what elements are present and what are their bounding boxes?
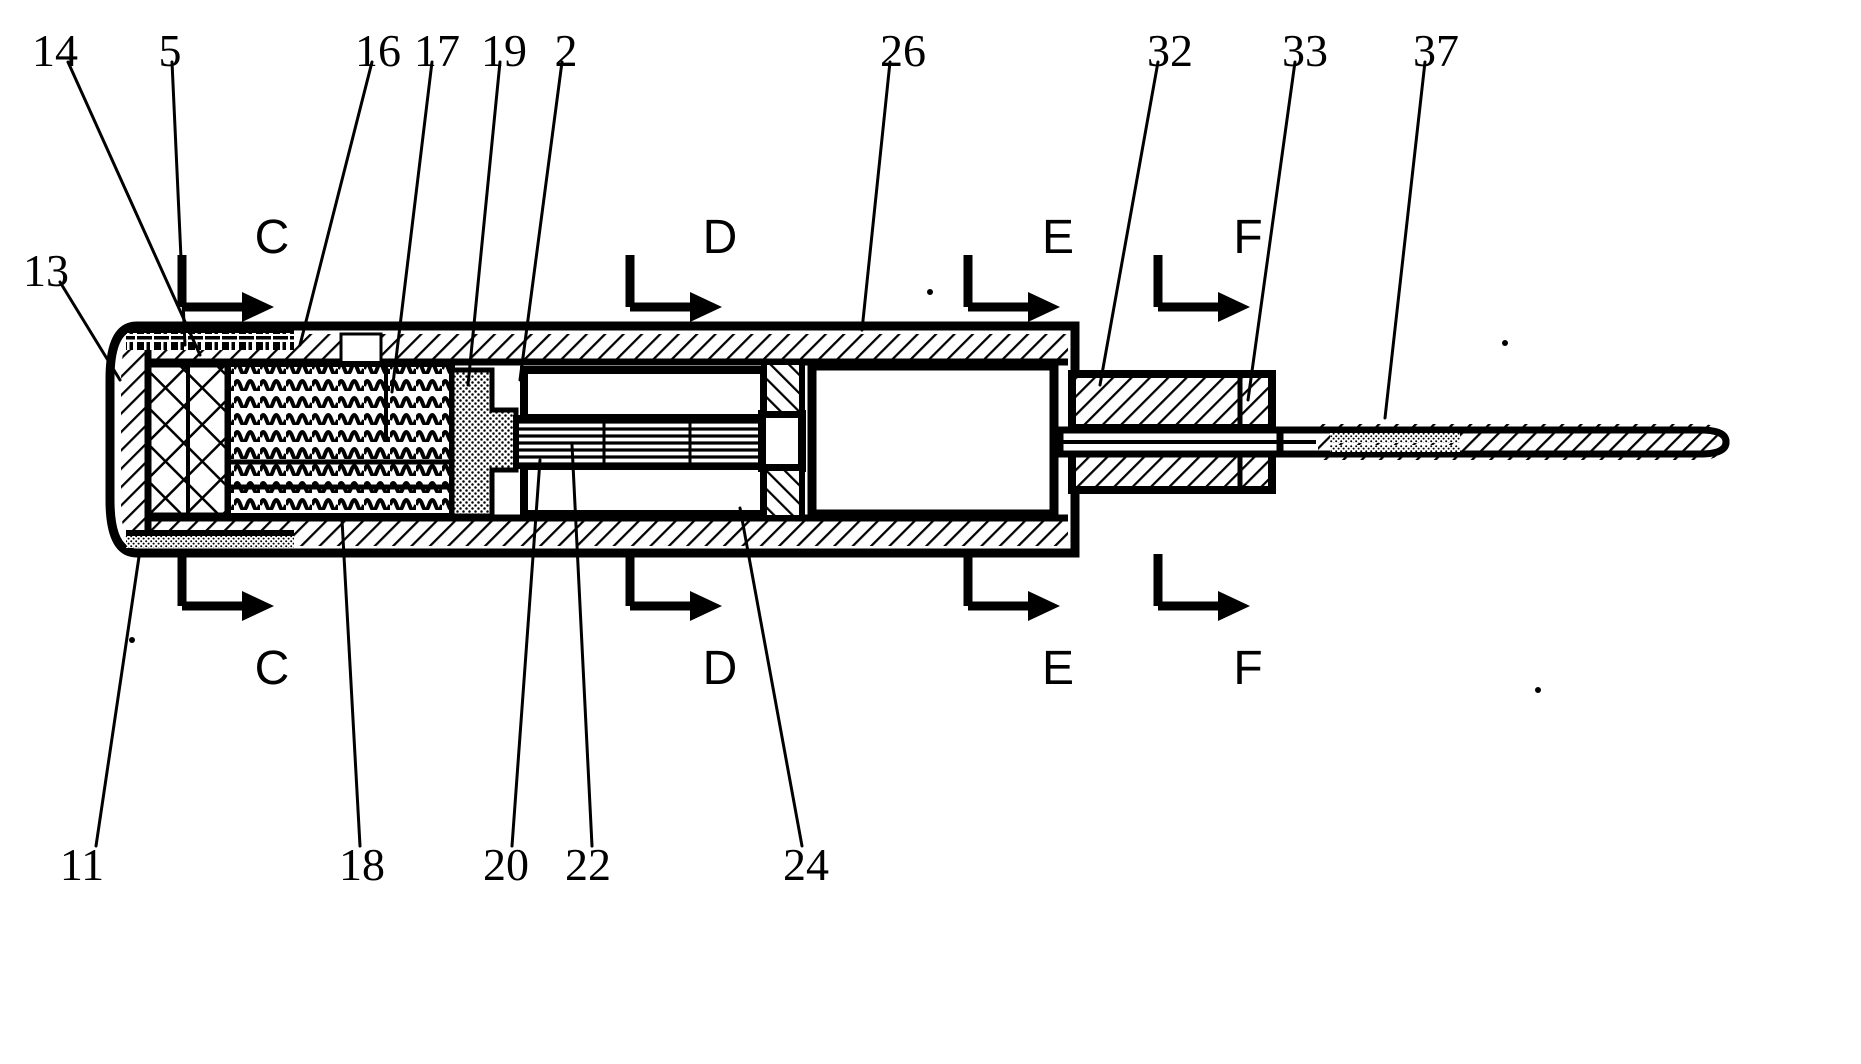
ref-numeral-14: 14 (32, 25, 78, 76)
end-cap-mesh (144, 360, 232, 520)
stray-dot-lower-right (1535, 687, 1541, 693)
cavity-chamber (520, 366, 768, 518)
stray-dot-lower-left (129, 637, 135, 643)
marker-arrowhead-icon (1028, 591, 1060, 621)
connector-sleeve (1068, 370, 1276, 494)
marker-arrowhead-icon (1218, 292, 1250, 322)
ref-numeral-11: 11 (60, 839, 104, 890)
ref-numeral-17: 17 (414, 25, 460, 76)
ref-numeral-20: 20 (483, 839, 529, 890)
marker-arrowhead-icon (1218, 591, 1250, 621)
ref-numeral-5: 5 (159, 25, 182, 76)
section-marker-E-top: E (963, 211, 1074, 322)
leader-line-22 (570, 443, 594, 848)
terminal-rod (1056, 424, 1730, 460)
leader-line-32 (1098, 60, 1160, 387)
stray-dot-right (1502, 340, 1508, 346)
end-cap-bottom-strip (126, 530, 294, 548)
leader-line-16 (298, 60, 374, 347)
ref-numeral-18: 18 (339, 839, 385, 890)
leader-line-19 (466, 60, 502, 387)
reference-numerals: 14 5 16 17 19 2 26 32 33 37 13 11 18 20 22 24 (23, 25, 1459, 890)
leader-lines (58, 60, 1427, 848)
leader-line-37 (1383, 60, 1427, 420)
section-letter-F: F (1233, 211, 1262, 264)
leader-line-18 (340, 518, 362, 848)
housing-top-notch (339, 332, 383, 366)
leader-line-13 (58, 280, 122, 382)
transition-plug (449, 367, 519, 519)
leader-line-11 (94, 548, 142, 848)
section-letter-E: E (1042, 211, 1074, 264)
internal-divider-wall (761, 359, 805, 521)
section-marker-F-top: F (1153, 211, 1263, 322)
section-marker-C-top: C (177, 211, 290, 322)
ref-numeral-2: 2 (555, 25, 578, 76)
leader-line-2 (518, 60, 564, 382)
leader-line-24 (738, 506, 804, 848)
ref-numeral-22: 22 (565, 839, 611, 890)
marker-arrowhead-icon (242, 591, 274, 621)
battery-compartment (807, 361, 1059, 519)
ref-numeral-13: 13 (23, 245, 69, 296)
leader-line-33 (1246, 60, 1297, 402)
section-marker-D-top: D (625, 211, 738, 322)
core-rod (513, 415, 765, 469)
leader-line-20 (510, 458, 542, 848)
ref-numeral-24: 24 (783, 839, 829, 890)
marker-arrowhead-icon (690, 292, 722, 322)
marker-arrowhead-icon (242, 292, 274, 322)
stray-dot-upper (927, 289, 933, 295)
section-marker-C-bottom: C (177, 554, 290, 695)
section-markers: C D E F C D E F (177, 211, 1263, 695)
ref-numeral-16: 16 (355, 25, 401, 76)
section-marker-F-bottom: F (1153, 554, 1263, 695)
device-cross-section (105, 321, 1730, 558)
marker-arrowhead-icon (690, 591, 722, 621)
section-letter-C: C (255, 211, 290, 264)
section-letter-F: F (1233, 642, 1262, 695)
section-letter-C: C (255, 642, 290, 695)
leader-line-26 (860, 60, 892, 332)
ref-numeral-19: 19 (481, 25, 527, 76)
aerosol-forming-substrate (225, 361, 455, 519)
end-cap-dot-band (126, 330, 294, 350)
ref-numeral-37: 37 (1413, 25, 1459, 76)
marker-arrowhead-icon (1028, 292, 1060, 322)
section-marker-D-bottom: D (625, 554, 738, 695)
ref-numeral-26: 26 (880, 25, 926, 76)
section-letter-D: D (703, 642, 738, 695)
section-letter-D: D (703, 211, 738, 264)
ref-numeral-33: 33 (1282, 25, 1328, 76)
section-marker-E-bottom: E (963, 554, 1074, 695)
stray-marks (129, 289, 1541, 693)
ref-numeral-32: 32 (1147, 25, 1193, 76)
section-letter-E: E (1042, 642, 1074, 695)
leader-line-17 (390, 60, 434, 394)
core-rod-endblock (758, 410, 806, 472)
